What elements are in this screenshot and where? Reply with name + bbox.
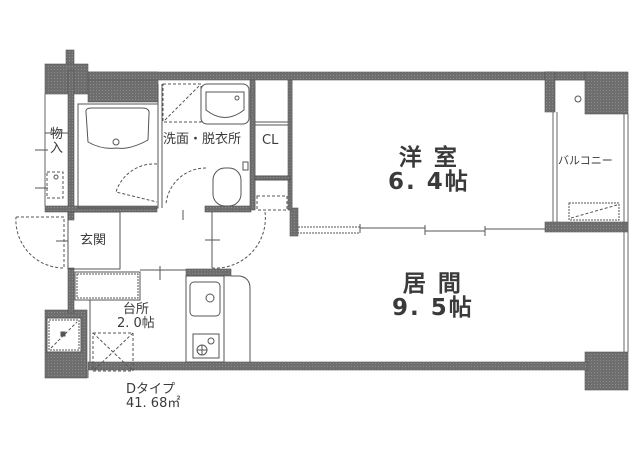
storage-fixtures: [35, 132, 68, 199]
washroom-label: 洗面・脱衣所: [163, 132, 242, 147]
unit-info: Dタイプ 41. 68㎡: [126, 383, 180, 410]
entrance-label: 玄関: [80, 233, 107, 248]
closet-label: CL: [262, 133, 279, 148]
western-room-size: 6. 4帖: [388, 169, 470, 196]
living-room-name: 居 間: [402, 271, 463, 297]
kitchen-name: 台所: [122, 302, 149, 317]
storage-label: 物入: [50, 127, 64, 156]
kitchen-size: 2. 0帖: [117, 315, 155, 331]
balcony-label: バルコニー: [558, 154, 613, 167]
walls: [44, 49, 629, 391]
entrance-area: [56, 210, 220, 270]
pipe-shaft: [46, 317, 82, 353]
living-room-size: 9. 5帖: [392, 295, 474, 322]
washroom-fixtures: [162, 83, 250, 207]
unit-type: Dタイプ: [126, 382, 176, 397]
closet-lines: [254, 121, 291, 211]
balcony-fixtures: [568, 95, 620, 221]
entrance-door-swing: [15, 216, 65, 269]
washroom-door-swing: [165, 167, 207, 205]
unit-area: 41. 68㎡: [126, 395, 181, 411]
sliding-partition: [297, 224, 545, 236]
bathtub: [77, 84, 163, 209]
hall-door-swing: [211, 211, 266, 269]
kitchen-label: 台所 2. 0帖: [117, 303, 155, 330]
western-room-name: 洋 室: [398, 145, 459, 171]
bath-door-swing: [115, 163, 158, 203]
living-room-label: 居 間 9. 5帖: [392, 272, 474, 320]
kitchen-fixtures: [74, 266, 251, 372]
western-room-label: 洋 室 6. 4帖: [388, 146, 470, 194]
